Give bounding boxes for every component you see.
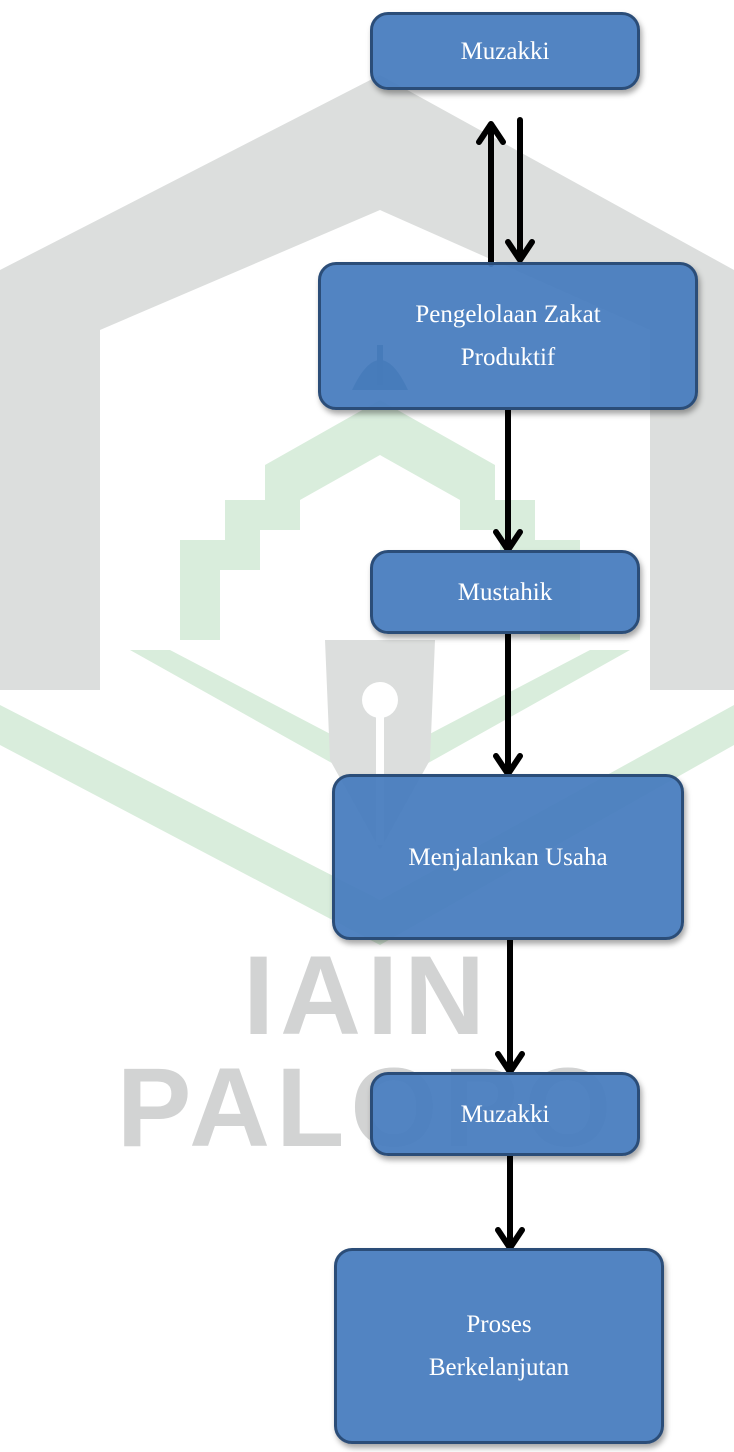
node-menjalankan-usaha: Menjalankan Usaha <box>332 774 684 940</box>
arrow-pengelolaan-to-mustahik <box>493 407 523 553</box>
watermark-text: IAIN PALOPO <box>116 933 618 1170</box>
node-menjalankan-label: Menjalankan Usaha <box>408 843 608 871</box>
arrow-muzakki-top-to-pengelolaan <box>505 117 535 263</box>
node-pengelolaan-label: Pengelolaan Zakat Produktif <box>415 301 601 371</box>
arrow-muzakki-bottom-to-proses <box>495 1153 525 1251</box>
node-proses-berkelanjutan: Proses Berkelanjutan <box>334 1248 664 1444</box>
watermark-pen-hole <box>362 682 398 718</box>
arrow-pengelolaan-to-muzakki-top <box>476 121 506 267</box>
watermark-outer-frame <box>0 75 734 690</box>
node-mustahik-label: Mustahik <box>457 578 553 606</box>
arrow-menjalankan-to-muzakki-bottom <box>495 937 525 1075</box>
node-muzakki-top-label: Muzakki <box>460 37 550 65</box>
node-muzakki-bottom-label: Muzakki <box>460 1100 550 1128</box>
node-muzakki-top: Muzakki <box>370 12 640 90</box>
node-proses-label: Proses Berkelanjutan <box>428 1311 570 1381</box>
arrow-mustahik-to-menjalankan <box>493 631 523 777</box>
node-muzakki-bottom: Muzakki <box>370 1072 640 1156</box>
node-mustahik: Mustahik <box>370 550 640 634</box>
watermark-stepped-arch <box>180 400 580 640</box>
node-pengelolaan-zakat-produktif: Pengelolaan Zakat Produktif <box>318 262 698 410</box>
